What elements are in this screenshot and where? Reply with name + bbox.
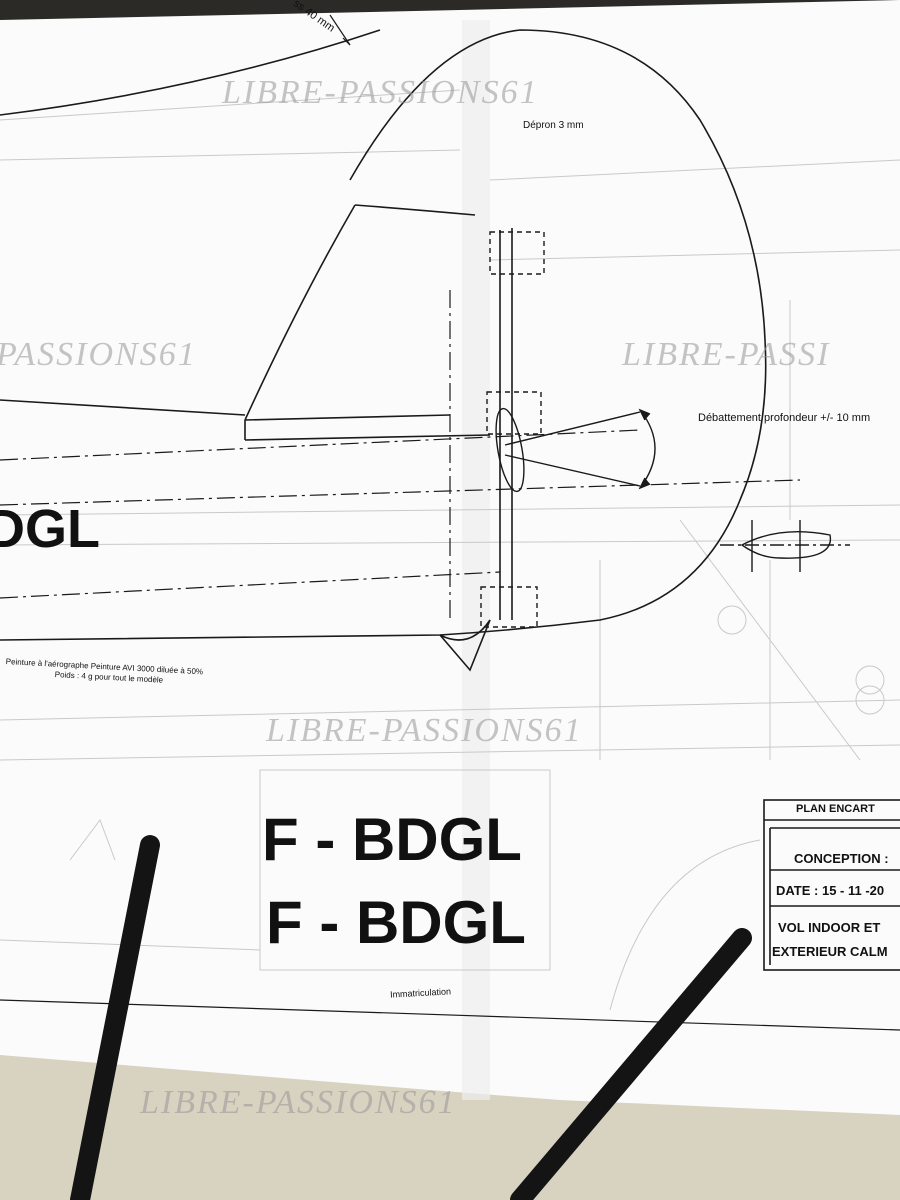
title-block-flight-1: VOL INDOOR ET: [778, 920, 881, 935]
title-block-conception: CONCEPTION :: [794, 851, 889, 866]
hinge-boxes: [480, 231, 545, 628]
paper-sheet: [0, 0, 900, 1115]
rod-right: [510, 928, 752, 1200]
center-lines: [0, 290, 801, 620]
watermark-top: LIBRE-PASSIONS61: [222, 74, 539, 111]
rod-left: [70, 835, 160, 1200]
title-block-frame: [763, 799, 900, 971]
title-block-flight-2: EXTERIEUR CALM: [772, 944, 888, 959]
border-line: [0, 999, 900, 1031]
material-label: Dépron 3 mm: [523, 120, 584, 131]
registration-line-2: F - BDGL: [266, 889, 526, 956]
watermark-left: PASSIONS61: [0, 336, 197, 373]
dimension-arrow: [329, 14, 351, 46]
watermark-right: LIBRE-PASSI: [622, 336, 831, 373]
stabilizer-outline: [0, 29, 767, 672]
title-block-date: DATE : 15 - 11 -20: [776, 883, 885, 898]
registration-line-1: F - BDGL: [262, 806, 522, 873]
airfoil-section: [720, 520, 850, 572]
registration-partial: DGL: [0, 499, 100, 559]
watermark-middle: LIBRE-PASSIONS61: [266, 712, 583, 749]
control-horn: [495, 407, 656, 493]
watermark-bottom: LIBRE-PASSIONS61: [140, 1084, 457, 1121]
title-block-plan: PLAN ENCART: [796, 803, 875, 815]
deflection-label: Débattement profondeur +/- 10 mm: [698, 412, 871, 424]
fold-shadow: [462, 20, 490, 1100]
